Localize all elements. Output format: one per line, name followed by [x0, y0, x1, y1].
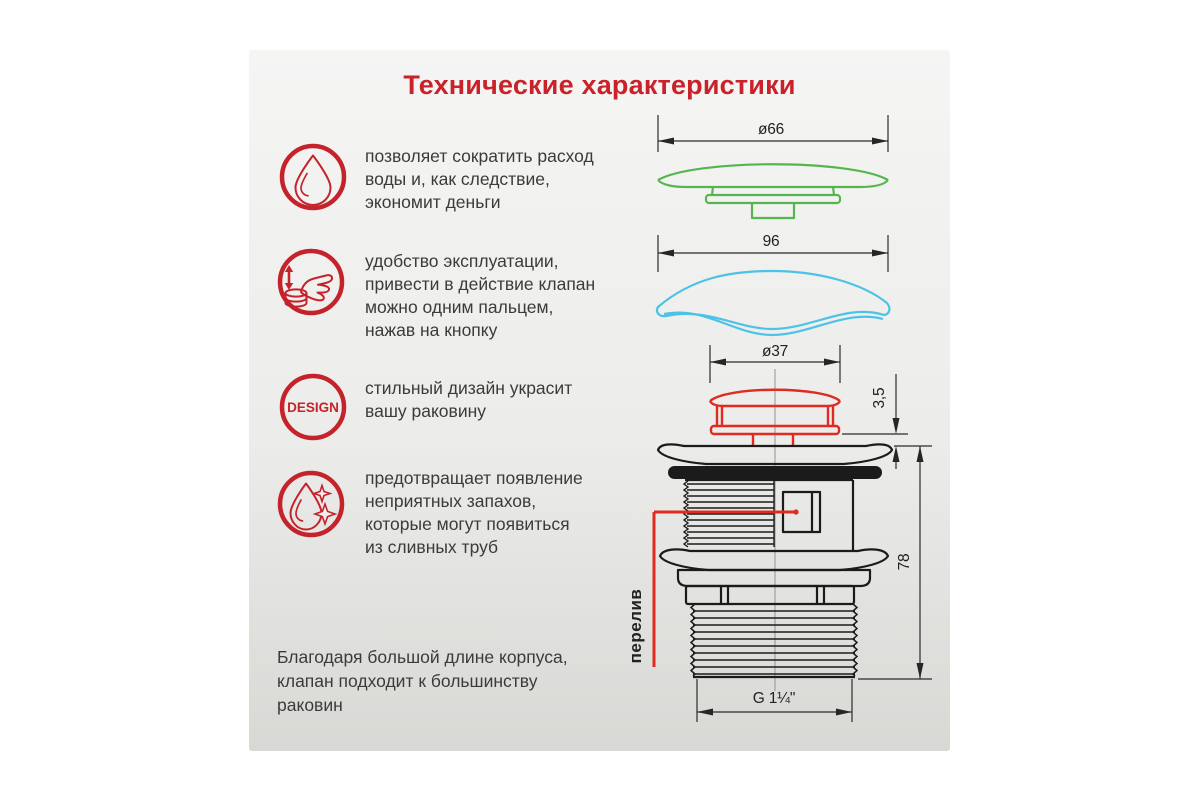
footnote-line: клапан подходит к большинству: [277, 671, 538, 691]
technical-drawing: ø66 96 ø37: [626, 115, 932, 722]
water-drop-icon: [277, 141, 349, 213]
feature-text-line: неприятных запахов,: [365, 491, 537, 511]
dimension-wave-width: [657, 235, 889, 272]
dimension-button-diameter: [709, 345, 841, 383]
feature-text-line: которые могут появиться: [365, 514, 570, 534]
overflow-pointer-line: [652, 510, 796, 667]
cap-top-view-drawing: [657, 163, 889, 220]
sparkle-star-icon: [312, 501, 338, 527]
page-title: Технические характеристики: [403, 70, 796, 100]
upper-thread-lines: [682, 480, 775, 548]
feature-text-line: из сливных труб: [365, 537, 499, 557]
design-icon: DESIGN: [277, 371, 349, 443]
body-height-label: 78: [896, 554, 913, 571]
feature-text: удобство эксплуатации, привести в действ…: [365, 250, 595, 342]
dimension-thread-size: [696, 679, 853, 722]
lower-thread-lines: [689, 603, 859, 677]
valve-body-drawing: [656, 443, 894, 679]
cap-diameter-label: ø66: [758, 121, 784, 138]
feature-text: стильный дизайн украсит вашу раковину: [365, 377, 572, 423]
dimension-button-height: [842, 374, 932, 469]
design-icon-label: DESIGN: [287, 400, 339, 415]
feature-text-line: воды и, как следствие,: [365, 169, 550, 189]
button-height-label: 3,5: [871, 388, 888, 409]
dimension-body-height: [858, 446, 932, 680]
up-down-arrow-icon: [284, 265, 294, 290]
feature-text-line: привести в действие клапан: [365, 274, 596, 294]
feature-text-line: нажав на кнопку: [365, 320, 498, 340]
cap-side-view-drawing: [655, 269, 891, 337]
sparkle-star-icon: [311, 482, 333, 505]
feature-text: предотвращает появление неприятных запах…: [365, 467, 583, 559]
feature-text-line: можно одним пальцем,: [365, 297, 554, 317]
button-diameter-label: ø37: [762, 343, 788, 360]
feature-text-line: экономит деньги: [365, 192, 501, 212]
feature-text-line: удобство эксплуатации,: [365, 251, 559, 271]
feature-text-line: стильный дизайн украсит: [365, 378, 573, 398]
dimension-cap-diameter: [657, 115, 889, 152]
wave-width-label: 96: [763, 233, 780, 250]
overflow-pointer-dot: [793, 509, 799, 515]
footnote: Благодаря большой длине корпуса, клапан …: [277, 645, 568, 717]
infographic-panel: Технические характеристики: [249, 50, 950, 751]
feature-text-line: позволяет сократить расход: [365, 146, 594, 166]
feature-text-line: вашу раковину: [365, 401, 487, 421]
footnote-line: Благодаря большой длине корпуса,: [277, 647, 568, 667]
rubber-gasket: [668, 466, 882, 479]
push-button-drawing: [708, 388, 842, 447]
overflow-label: перелив: [626, 589, 645, 664]
feature-text: позволяет сократить расход воды и, как с…: [365, 145, 594, 214]
footnote-line: раковин: [277, 695, 343, 715]
feature-text-line: предотвращает появление: [365, 468, 583, 488]
sparkle-drop-icon: [275, 468, 347, 540]
finger-press-icon: [275, 246, 347, 318]
thread-size-label: G 1¼": [753, 690, 795, 707]
